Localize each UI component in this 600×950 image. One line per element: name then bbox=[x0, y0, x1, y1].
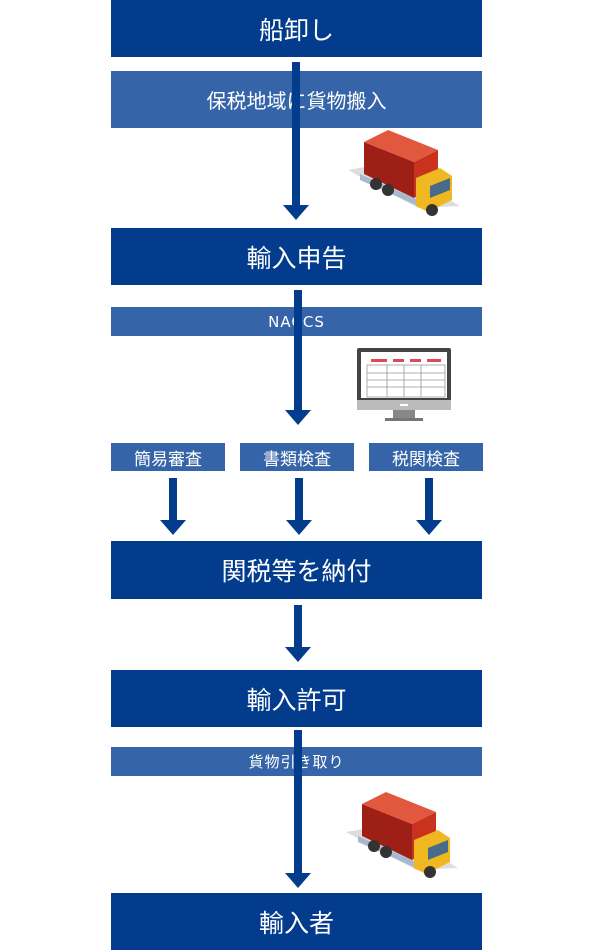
step-pay-duties: 関税等を納付 bbox=[111, 541, 482, 599]
flow-arrow bbox=[285, 290, 311, 425]
step-importer: 輸入者 bbox=[111, 893, 482, 950]
step-label: 簡易審査 bbox=[134, 449, 202, 470]
step-label: 関税等を納付 bbox=[221, 557, 372, 586]
flow-arrow bbox=[416, 478, 442, 535]
step-label: 書類検査 bbox=[263, 449, 331, 470]
step-label: 税関検査 bbox=[392, 449, 460, 470]
flow-arrow bbox=[285, 730, 311, 888]
truck-icon bbox=[346, 792, 458, 878]
step-label: 輸入許可 bbox=[246, 685, 347, 715]
step-unloading: 船卸し bbox=[111, 0, 482, 57]
flow-arrow bbox=[283, 62, 309, 220]
flow-arrow bbox=[285, 605, 311, 662]
step-label: 輸入申告 bbox=[246, 243, 347, 273]
step-declaration: 輸入申告 bbox=[111, 228, 482, 285]
monitor-icon bbox=[357, 348, 451, 421]
step-label: 輸入者 bbox=[258, 908, 334, 938]
flow-arrow bbox=[160, 478, 186, 535]
step-simple-review: 簡易審査 bbox=[111, 443, 225, 471]
step-document-review: 書類検査 bbox=[240, 443, 354, 471]
flow-arrow bbox=[286, 478, 312, 535]
step-label: 船卸し bbox=[258, 15, 334, 45]
step-import-permit: 輸入許可 bbox=[111, 670, 482, 727]
step-customs-inspection: 税関検査 bbox=[369, 443, 483, 471]
truck-icon bbox=[348, 130, 460, 216]
